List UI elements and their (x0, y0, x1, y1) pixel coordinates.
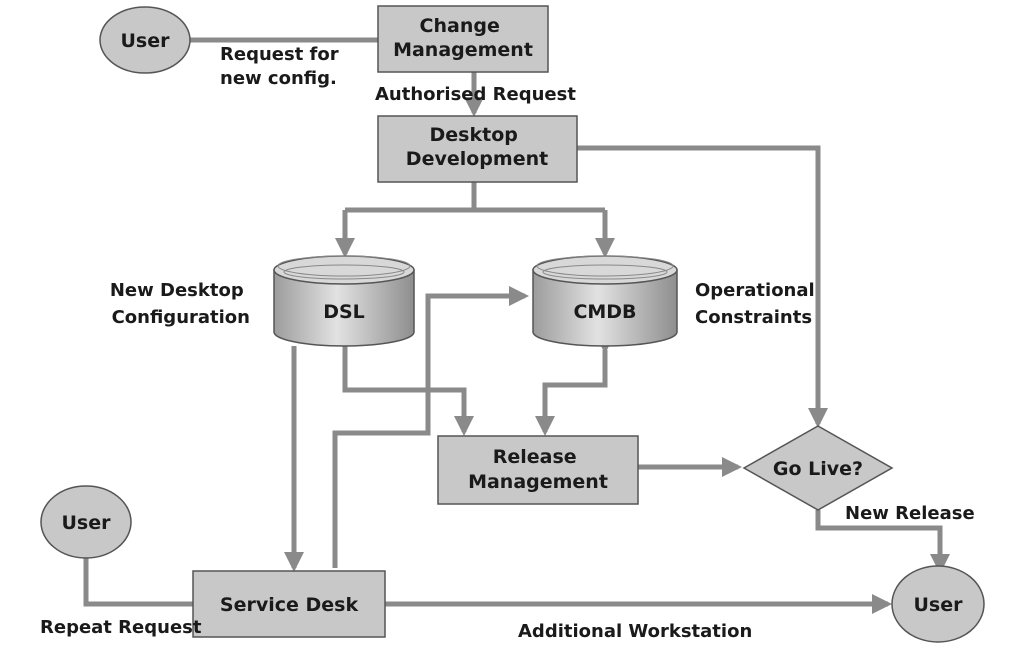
dsl-label: DSL (323, 301, 365, 323)
user-top-node: User (99, 6, 191, 74)
connector-golive-to-user (815, 510, 950, 574)
go-live-decision: Go Live? (742, 425, 894, 511)
service-desk-label: Service Desk (220, 594, 359, 616)
cmdb-label: CMDB (573, 301, 636, 323)
authorised-request-label: Authorised Request (375, 84, 576, 105)
repeat-request-label: Repeat Request (40, 617, 202, 638)
change-management-label: Change Management (393, 15, 533, 61)
release-management-node: Release Management (437, 435, 639, 505)
new-release-label: New Release (845, 503, 975, 524)
change-management-node: Change Management (377, 5, 549, 73)
user-left-label: User (62, 512, 112, 534)
user-right-label: User (914, 594, 964, 616)
cmdb-database: CMDB (532, 255, 678, 347)
dsl-database: DSL (273, 255, 415, 347)
new-desktop-configuration-label: New Desktop Configuration (110, 280, 250, 328)
connector-user-to-servicedesk (83, 558, 193, 607)
additional-workstation-label: Additional Workstation (518, 621, 752, 642)
user-right-node: User (891, 565, 985, 643)
desktop-development-label: Desktop Development (406, 124, 548, 170)
connector-desktop-split (345, 182, 605, 213)
release-management-label: Release Management (468, 446, 608, 493)
connectors (83, 37, 950, 614)
desktop-development-node: Desktop Development (377, 115, 578, 183)
user-left-node: User (40, 485, 132, 559)
request-new-config-label: Request for new config. (220, 44, 345, 89)
service-desk-node: Service Desk (192, 570, 386, 638)
connector-cmdb-release (535, 334, 615, 436)
connector-desktop-to-golive (577, 145, 828, 428)
user-top-label: User (121, 30, 171, 52)
go-live-label: Go Live? (773, 458, 863, 480)
operational-constraints-label: Operational Constraints (695, 280, 821, 328)
connector-servicedesk-to-cmdb (332, 286, 529, 568)
connector-dsl-to-release (342, 346, 474, 436)
